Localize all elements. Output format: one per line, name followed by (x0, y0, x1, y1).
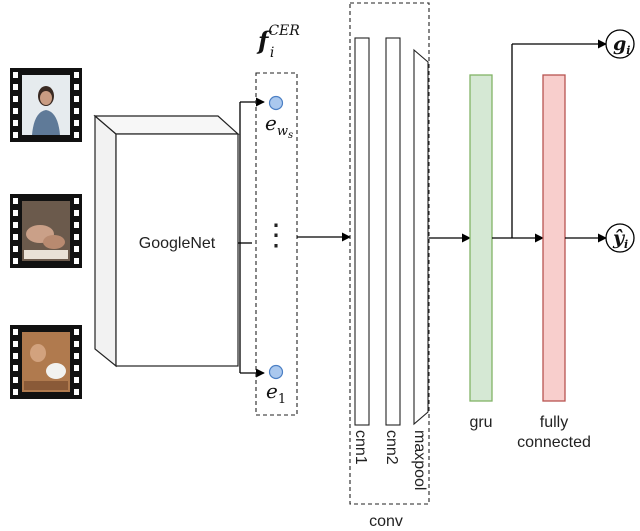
embedding-node-bottom (268, 364, 284, 380)
googlenet-label: GoogleNet (139, 235, 216, 252)
cnn2-layer (385, 37, 401, 426)
output-g-sub: i (626, 44, 630, 57)
embedding-container: ews ⋮ e1 (255, 72, 298, 416)
cnn2-label: cnn2 (383, 430, 400, 465)
embedding-label-bottom: e1 (266, 379, 286, 407)
gru-output-arrows (492, 39, 607, 243)
fully-connected-label-2: connected (517, 434, 591, 451)
svg-text:ŷi: ŷi (612, 227, 628, 251)
gru-block: gru (469, 74, 493, 431)
cnn1-label: cnn1 (352, 430, 369, 465)
gru-layer (469, 74, 493, 402)
output-y-node: ŷi (605, 223, 635, 253)
film-frame-1 (10, 68, 82, 142)
maxpool-label: maxpool (411, 430, 428, 490)
embedding-node-top (268, 95, 284, 111)
embedding-ellipsis: ⋮ (261, 219, 291, 252)
film-frame-3 (10, 325, 82, 399)
fully-connected-label-1: fully (540, 414, 568, 431)
output-y-base: ŷ (612, 227, 626, 249)
feature-label-base: f (256, 26, 272, 55)
encoder-to-embeddings-arrows (238, 97, 265, 378)
output-g-base: g (613, 33, 626, 55)
fully-connected-block: fully connected (517, 74, 591, 451)
conv-block: cnn1 cnn2 maxpool conv (349, 2, 430, 530)
feature-label: fCER i (256, 23, 300, 61)
feature-label-sup: CER (268, 23, 300, 39)
feature-label-sub: i (270, 45, 274, 61)
gru-label: gru (469, 414, 492, 431)
cnn1-layer (354, 37, 370, 426)
film-frame-2 (10, 194, 82, 268)
input-frames (10, 68, 82, 399)
maxpool-layer (413, 48, 429, 426)
fully-connected-layer (542, 74, 566, 402)
svg-text:gi: gi (613, 33, 630, 57)
embedding-label-top: ews (265, 111, 293, 141)
output-g-node: gi (605, 29, 635, 59)
conv-label: conv (369, 513, 403, 530)
googlenet-block: GoogleNet (93, 114, 240, 368)
output-y-sub: i (624, 238, 628, 251)
